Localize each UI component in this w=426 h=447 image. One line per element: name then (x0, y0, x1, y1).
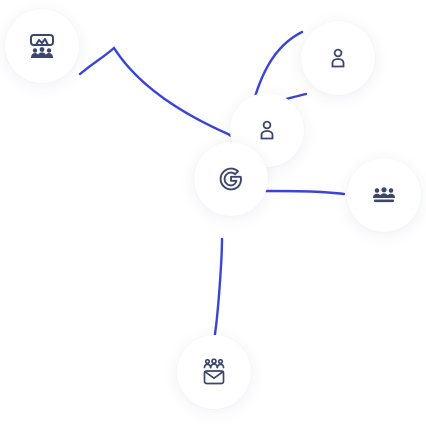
user-icon (260, 120, 274, 140)
node-community[interactable] (177, 335, 251, 409)
users-group-icon (373, 187, 395, 203)
user-icon (331, 48, 345, 68)
community-mail-icon (203, 358, 225, 385)
node-user[interactable] (301, 21, 375, 95)
node-google[interactable] (194, 142, 268, 216)
connection-google-community (212, 237, 224, 342)
node-users-group[interactable] (347, 158, 421, 232)
connection-google-group-r (263, 189, 346, 196)
users-photo-icon (30, 34, 54, 58)
node-photo[interactable] (5, 9, 79, 83)
google-icon (219, 167, 242, 191)
